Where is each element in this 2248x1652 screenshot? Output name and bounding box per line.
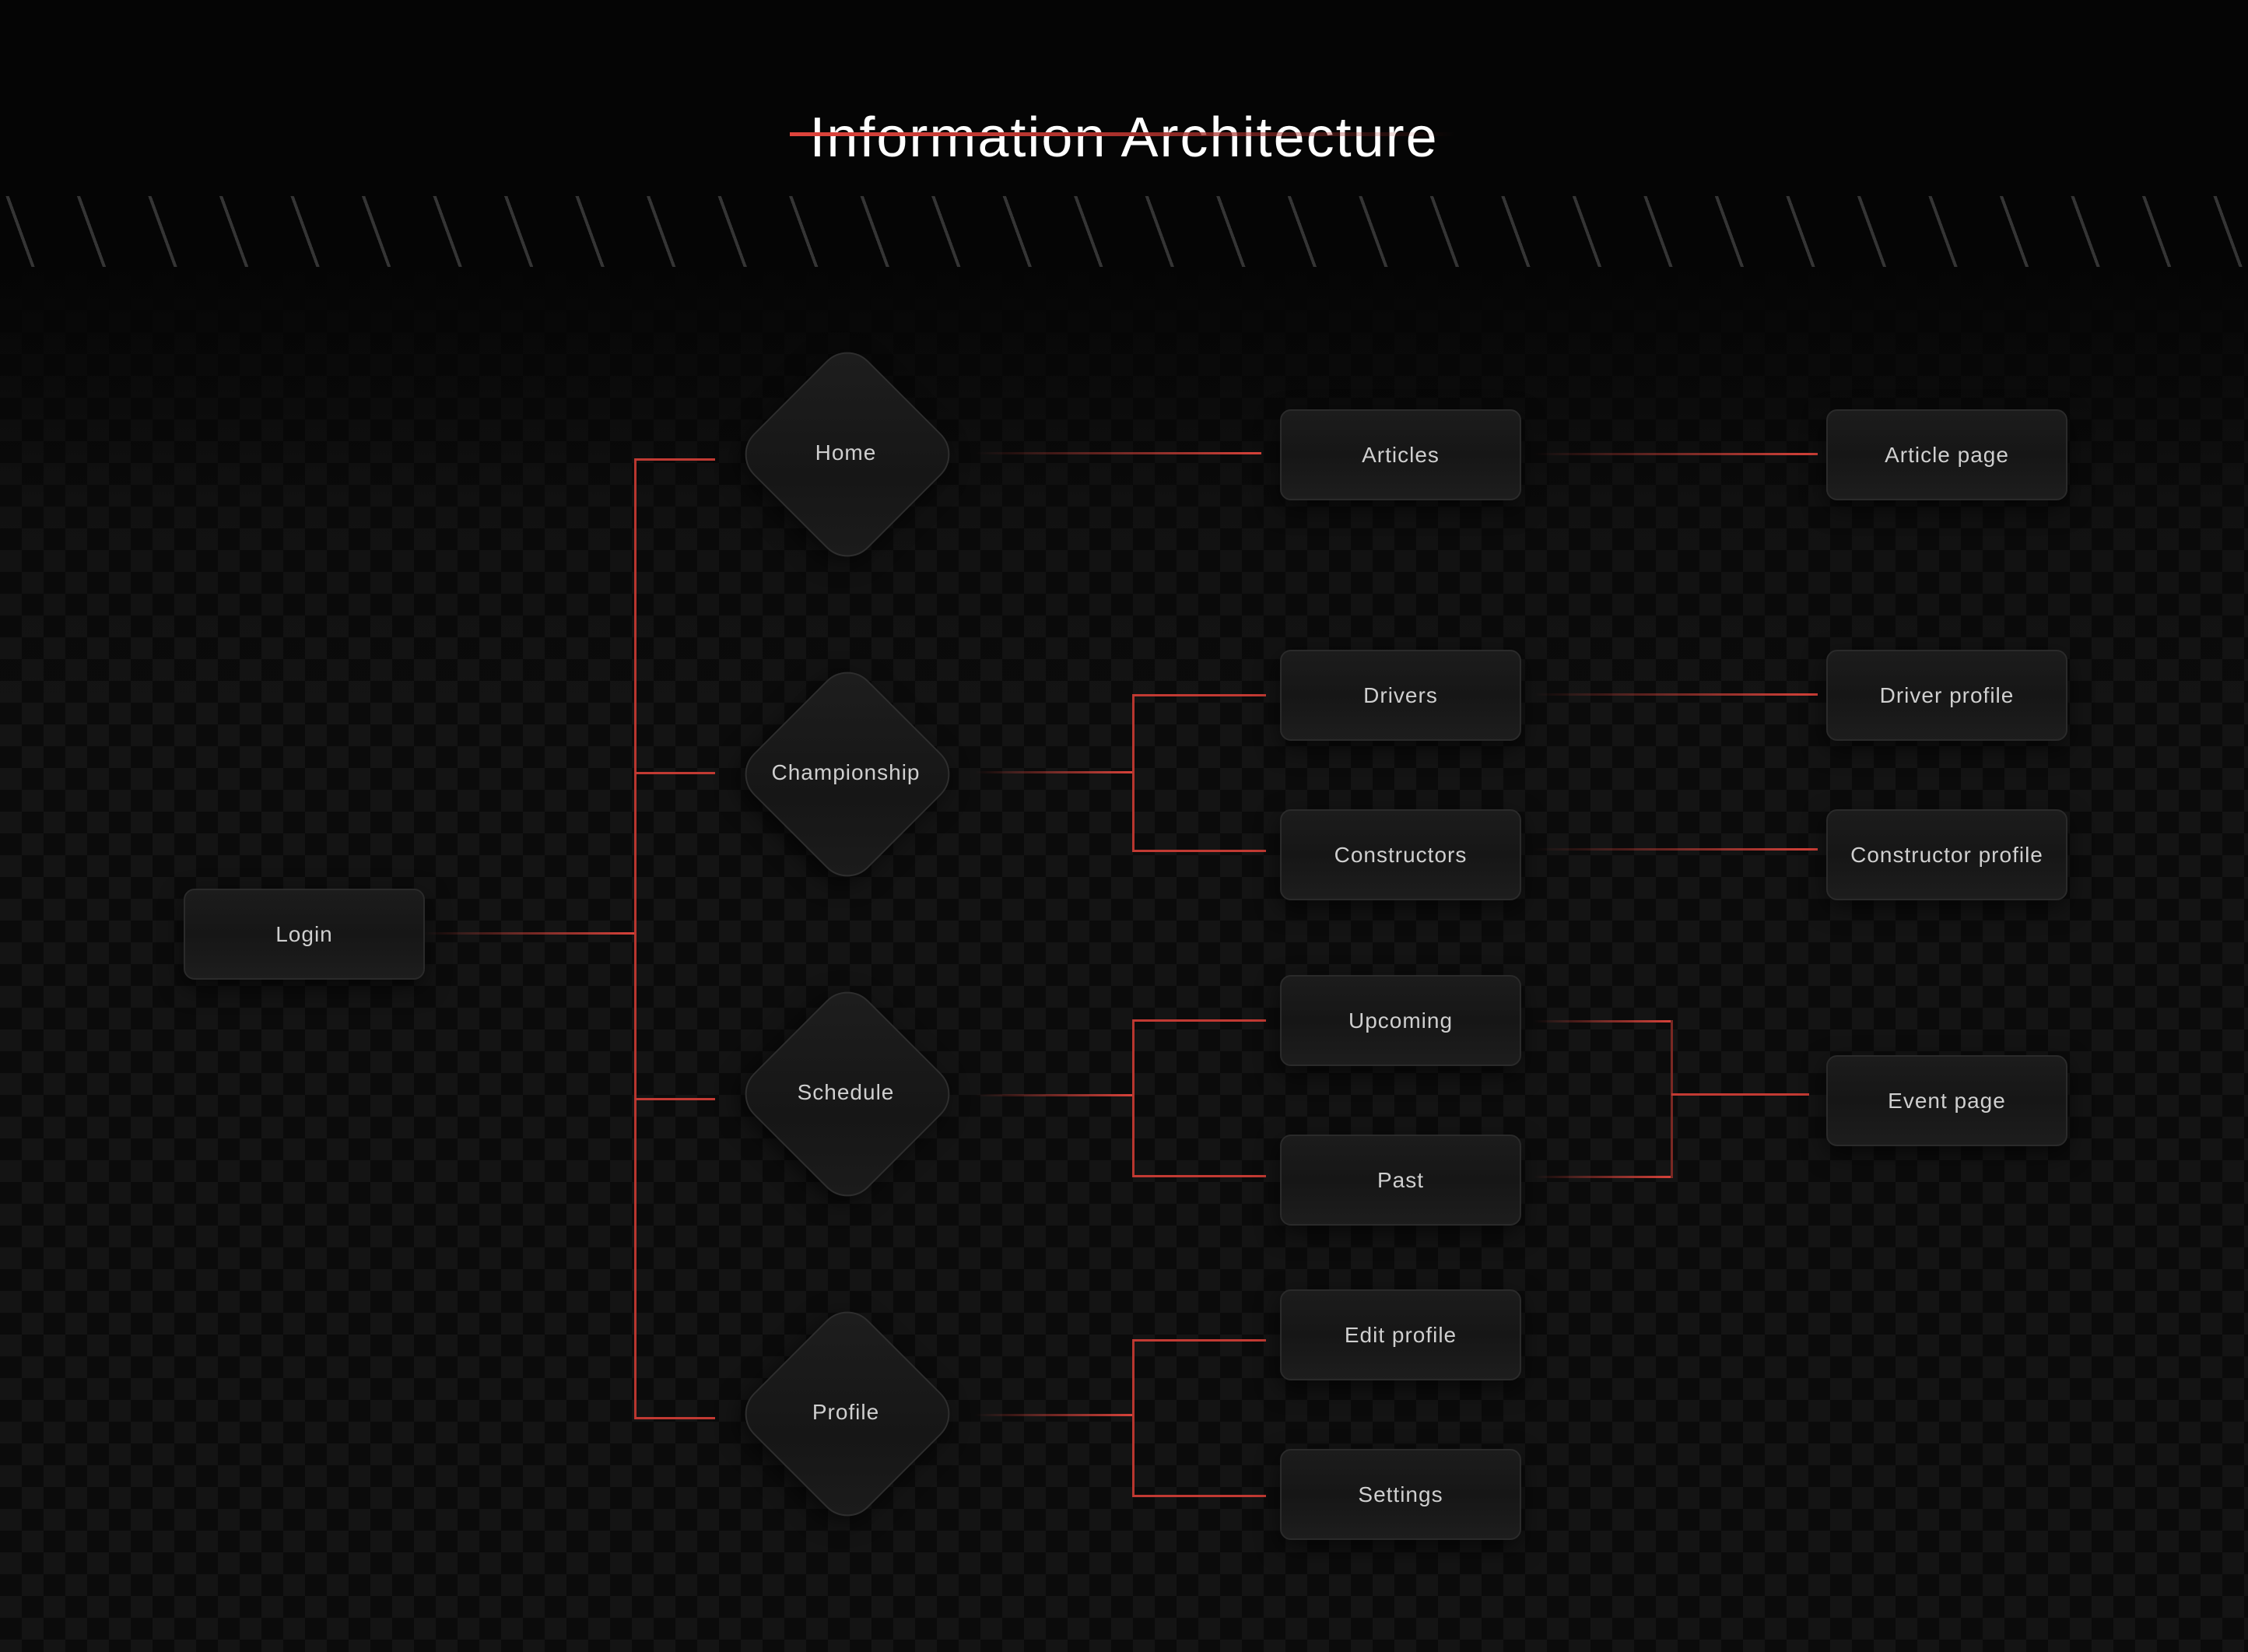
node-label: Profile (812, 1400, 880, 1424)
node-constructors[interactable]: Constructors (1280, 809, 1521, 900)
page-title: Information Architecture (809, 107, 1439, 170)
edge-championship-vertical (1132, 694, 1135, 852)
edge-to-past (1133, 1175, 1266, 1177)
edge-to-championship (635, 772, 715, 774)
edge-constructors-constructor-profile (1534, 848, 1818, 851)
edge-to-constructors (1133, 850, 1266, 852)
edge-schedule-bracket (975, 1094, 1133, 1096)
node-championship[interactable]: Championship (732, 659, 963, 889)
node-label: Home (815, 440, 877, 465)
edge-login-trunk (422, 932, 635, 935)
node-label: Driver profile (1879, 682, 2015, 707)
edge-home-articles (975, 452, 1261, 454)
node-label: Upcoming (1348, 1008, 1454, 1033)
node-past[interactable]: Past (1280, 1135, 1521, 1226)
edge-articles-article-page (1534, 453, 1818, 455)
edge-to-settings (1133, 1495, 1266, 1497)
edge-past-event (1534, 1176, 1671, 1178)
node-event-page[interactable]: Event page (1826, 1055, 2067, 1146)
node-settings[interactable]: Settings (1280, 1449, 1521, 1540)
edge-championship-bracket (975, 771, 1133, 773)
node-constructor-profile[interactable]: Constructor profile (1826, 809, 2067, 900)
edge-to-home (635, 458, 715, 461)
node-label: Articles (1362, 442, 1440, 467)
node-articles[interactable]: Articles (1280, 409, 1521, 500)
edge-drivers-driver-profile (1534, 693, 1818, 696)
edge-to-profile (635, 1417, 715, 1419)
node-schedule[interactable]: Schedule (732, 979, 963, 1209)
hatch-stripe-band (0, 196, 2248, 267)
edge-profile-vertical (1132, 1339, 1135, 1497)
node-label: Schedule (797, 1080, 895, 1104)
node-login[interactable]: Login (184, 889, 425, 980)
node-label: Article page (1885, 442, 2009, 467)
node-driver-profile[interactable]: Driver profile (1826, 650, 2067, 741)
node-edit-profile[interactable]: Edit profile (1280, 1289, 1521, 1380)
node-label: Championship (771, 760, 921, 784)
edge-to-drivers (1133, 694, 1266, 696)
node-label: Drivers (1363, 682, 1438, 707)
node-profile[interactable]: Profile (732, 1299, 963, 1529)
node-upcoming[interactable]: Upcoming (1280, 975, 1521, 1066)
edge-trunk-vertical (634, 458, 637, 1419)
edge-to-upcoming (1133, 1019, 1266, 1022)
edge-to-schedule (635, 1098, 715, 1100)
node-label: Settings (1358, 1482, 1443, 1506)
node-home[interactable]: Home (732, 339, 963, 570)
node-label: Constructors (1334, 842, 1468, 867)
edge-to-edit-profile (1133, 1339, 1266, 1342)
node-drivers[interactable]: Drivers (1280, 650, 1521, 741)
node-article-page[interactable]: Article page (1826, 409, 2067, 500)
node-label: Constructor profile (1850, 842, 2043, 867)
edge-schedule-vertical (1132, 1019, 1135, 1177)
title-underline (790, 132, 1455, 136)
edge-profile-bracket (975, 1414, 1133, 1416)
node-label: Past (1377, 1167, 1425, 1192)
edge-to-event-page (1671, 1093, 1809, 1096)
edge-event-vertical (1671, 1020, 1673, 1178)
node-label: Edit profile (1344, 1322, 1457, 1347)
node-label: Login (275, 921, 333, 946)
node-label: Event page (1888, 1088, 2006, 1113)
edge-upcoming-event (1534, 1020, 1671, 1022)
